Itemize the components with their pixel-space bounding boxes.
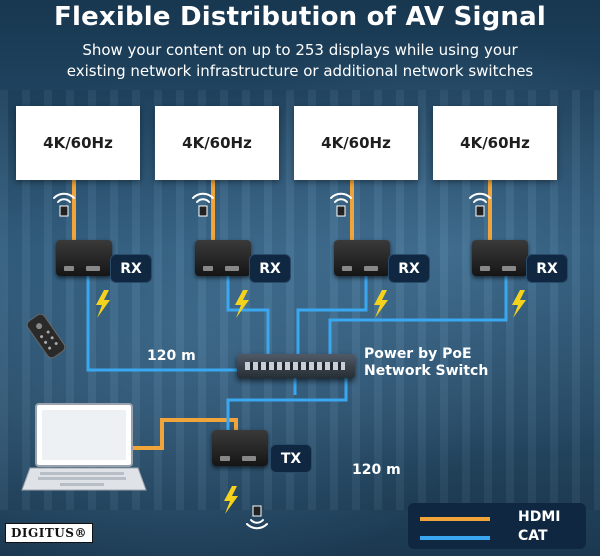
hdmi-cable-laptop [132, 418, 238, 450]
display-2: 4K/60Hz [155, 106, 279, 180]
rx-tag-4: RX [526, 254, 568, 283]
laptop-icon [21, 403, 147, 491]
display-4-label: 4K/60Hz [460, 134, 530, 152]
display-3-label: 4K/60Hz [321, 134, 391, 152]
subtitle-line-2: existing network infrastructure or addit… [66, 62, 534, 80]
ir-wireless-icon [246, 505, 268, 530]
rx-tag-3: RX [388, 254, 430, 283]
ir-wireless-icon [192, 192, 214, 217]
display-4: 4K/60Hz [433, 106, 557, 180]
legend-hdmi-swatch [420, 517, 490, 521]
page-subtitle: Show your content on up to 253 displays … [10, 40, 590, 82]
hdmi-cables [72, 180, 492, 450]
lightning-bolt-icon [224, 486, 238, 514]
lightning-bolt-icon [374, 290, 388, 318]
legend-hdmi-label: HDMI [518, 509, 561, 525]
switch-label: Power by PoE Network Switch [364, 346, 488, 380]
ir-wireless-icon [469, 192, 491, 217]
receiver-4 [472, 240, 528, 276]
legend-cat-swatch [420, 536, 490, 540]
lightning-bolt-icon [96, 290, 110, 318]
receiver-2 [195, 240, 251, 276]
rx-tag-2: RX [249, 254, 291, 283]
switch-label-line-1: Power by PoE [364, 346, 472, 362]
cable-legend: HDMI CAT [408, 503, 586, 549]
lightning-bolt-icon [512, 290, 526, 318]
ir-wireless-icon [330, 192, 352, 217]
transmitter [212, 430, 268, 466]
cat-cable-2 [226, 276, 270, 354]
ir-wireless-icon [53, 192, 75, 217]
subtitle-line-1: Show your content on up to 253 displays … [82, 41, 518, 59]
distance-label-upper: 120 m [147, 348, 196, 364]
switch-label-line-2: Network Switch [364, 363, 489, 379]
network-switch-icon [237, 354, 355, 378]
brand-logo: DIGITUS® [5, 523, 93, 543]
display-2-label: 4K/60Hz [182, 134, 252, 152]
display-1-label: 4K/60Hz [43, 134, 113, 152]
lightning-bolt-icon [235, 290, 249, 318]
distance-label-lower: 120 m [352, 462, 401, 478]
page-title: Flexible Distribution of AV Signal [54, 2, 546, 32]
legend-cat-label: CAT [518, 528, 548, 544]
receiver-1 [56, 240, 112, 276]
rx-tag-1: RX [110, 254, 152, 283]
display-1: 4K/60Hz [16, 106, 140, 180]
display-3: 4K/60Hz [294, 106, 418, 180]
cat-cable-1 [86, 276, 237, 372]
remote-control-icon [26, 313, 66, 359]
cat-cable-4 [328, 276, 508, 354]
receiver-3 [334, 240, 390, 276]
cat-cable-3 [296, 276, 368, 354]
tx-tag: TX [270, 444, 312, 473]
